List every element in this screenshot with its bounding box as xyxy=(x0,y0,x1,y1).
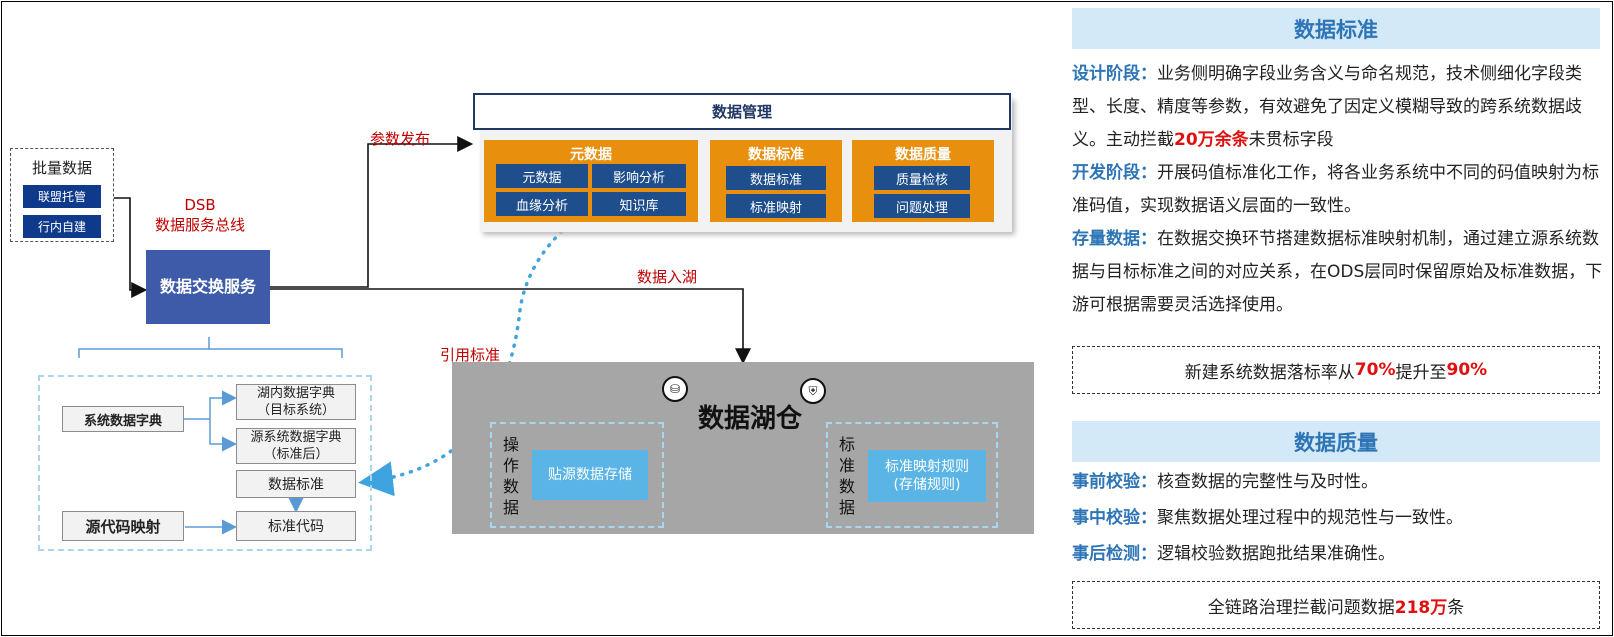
dsb-line2: 数据服务总线 xyxy=(154,216,245,234)
batch-title: 批量数据 xyxy=(31,159,92,177)
quality-header: 数据质量 xyxy=(1072,421,1600,462)
data-standard-box: 数据标准 xyxy=(236,470,356,498)
lineage-analysis-cell: 血缘分析 xyxy=(496,192,588,216)
knowledge-base-cell: 知识库 xyxy=(592,192,686,216)
dsb-label: DSB 数据服务总线 xyxy=(140,195,260,235)
quality-paragraphs: 事前校验：核查数据的完整性与及时性。 事中校验：聚焦数据处理过程中的规范性与一致… xyxy=(1072,464,1605,572)
param-publish-label: 参数发布 xyxy=(370,130,431,148)
arrow-to-source-dict xyxy=(209,419,237,452)
source-data-dictionary: 源系统数据字典（标准后） xyxy=(236,428,356,464)
arrow-batch-to-exchange xyxy=(114,197,148,298)
data-management-title: 数据管理 xyxy=(473,93,1011,130)
arrow-exchange-to-lake xyxy=(270,288,751,365)
standard-paragraphs: 设计阶段：业务侧明确字段业务含义与命名规范，技术侧细化字段类型、长度、精度等参数… xyxy=(1072,58,1605,322)
operational-data-zone: 操作数据 贴源数据存储 xyxy=(490,422,664,528)
exchange-label: 数据交换服务 xyxy=(160,277,257,296)
quality-check-cell: 质量检核 xyxy=(874,166,970,190)
source-code-mapping: 源代码映射 xyxy=(62,511,184,541)
issue-handling-cell: 问题处理 xyxy=(874,194,970,218)
post-check: 事后检测：逻辑校验数据跑批结果准确性。 xyxy=(1072,544,1395,564)
ref-standard-curve xyxy=(358,174,712,497)
mid-check: 事中校验：聚焦数据处理过程中的规范性与一致性。 xyxy=(1072,508,1463,528)
lakehouse-title: 数据湖仓 xyxy=(697,404,802,434)
dictionary-area xyxy=(38,375,372,551)
lake-data-dictionary: 湖内数据字典（目标系统） xyxy=(236,384,356,420)
batch-data-group: 批量数据 联盟托管 行内自建 xyxy=(10,148,114,242)
alliance-hosting-tag: 联盟托管 xyxy=(23,185,101,208)
data-standard-group: 数据标准 数据标准 标准映射 xyxy=(710,140,842,222)
standard-code-box: 标准代码 xyxy=(236,511,356,541)
standard-mapping-cell: 标准映射 xyxy=(726,194,826,218)
stock-data: 存量数据：在数据交换环节搭建数据标准映射机制，通过建立源系统数据与目标标准之间的… xyxy=(1072,229,1603,315)
bracket xyxy=(78,348,343,358)
metadata-group: 元数据 元数据 影响分析 血缘分析 知识库 xyxy=(484,140,698,222)
data-standard-cell: 数据标准 xyxy=(726,166,826,190)
standard-title: 数据标准 xyxy=(748,147,804,163)
ops-vertical-label: 操作数据 xyxy=(502,435,519,517)
data-lakehouse xyxy=(452,362,1034,534)
dsb-line1: DSB xyxy=(184,196,216,214)
dev-stage: 开发阶段：开展码值标准化工作，将各业务系统中不同的码值映射为标准码值，实现数据语… xyxy=(1072,163,1599,216)
standard-mapping-rule-box: 标准映射规则 (存储规则) xyxy=(868,450,986,502)
standard-header: 数据标准 xyxy=(1072,8,1600,49)
data-exchange-service: 数据交换服务 xyxy=(146,250,270,324)
data-lake-in-label: 数据入湖 xyxy=(637,268,698,286)
pre-check: 事前校验：核查数据的完整性与及时性。 xyxy=(1072,472,1378,492)
arrow-to-lake-dict xyxy=(184,390,237,420)
standard-data-zone: 标准数据 标准映射规则 (存储规则) xyxy=(826,422,998,528)
system-data-dictionary: 系统数据字典 xyxy=(62,406,184,432)
source-storage-box: 贴源数据存储 xyxy=(532,450,648,500)
database-icon: ⛁ xyxy=(662,376,688,402)
arrow-exchange-to-dm xyxy=(270,136,474,288)
shield-db-icon: ⛨ xyxy=(800,378,826,404)
quality-title: 数据质量 xyxy=(895,147,951,163)
ref-standard-label: 引用标准 xyxy=(440,346,501,364)
in-house-tag: 行内自建 xyxy=(23,215,101,238)
std-vertical-label: 标准数据 xyxy=(838,435,855,517)
metadata-title: 元数据 xyxy=(570,147,612,163)
design-stage: 设计阶段：业务侧明确字段业务含义与命名规范，技术侧细化字段类型、长度、精度等参数… xyxy=(1072,64,1582,150)
impact-analysis-cell: 影响分析 xyxy=(592,164,686,188)
metadata-cell: 元数据 xyxy=(496,164,588,188)
data-quality-group: 数据质量 质量检核 问题处理 xyxy=(852,140,994,222)
